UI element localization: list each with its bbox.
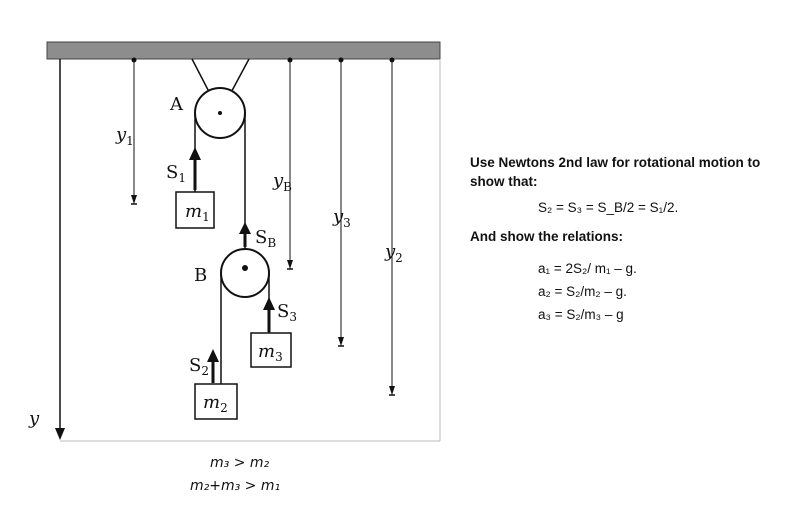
relations-intro: And show the relations: [470, 229, 624, 244]
mass-m1 [175, 191, 215, 229]
sb-subscript: B [267, 236, 276, 250]
mass-m2 [194, 383, 238, 420]
pulley-b-axle [242, 265, 248, 271]
sb-label: S [255, 227, 267, 248]
yB-label: y [272, 170, 284, 191]
y3-label: y [332, 206, 344, 227]
tension-sb-arrow [239, 222, 251, 247]
condition-m3-gt-m2: m₃ > m₂ [210, 455, 270, 471]
s3-subscript: 3 [289, 310, 297, 324]
svg-text:S3: S3 [277, 301, 297, 324]
pulley-b [220, 248, 270, 298]
relation-a2: a₂ = S₂/m₂ – g. [538, 284, 627, 299]
y-axis-arrowhead [55, 428, 65, 440]
svg-text:y3: y3 [332, 206, 351, 230]
yB-subscript: B [283, 180, 292, 194]
s1-subscript: 1 [178, 171, 186, 185]
instruction-text: Use Newtons 2nd law for rotational motio… [470, 155, 761, 189]
m1-subscript: 1 [202, 210, 210, 224]
y-axis-label: y [28, 408, 40, 429]
ceiling-bar [46, 41, 441, 60]
svg-text:SB: SB [255, 227, 276, 250]
m3-label: m [258, 341, 275, 362]
m3-subscript: 3 [275, 350, 283, 364]
pulley-a-label: A [169, 94, 184, 115]
m1-label: m [185, 201, 202, 222]
svg-text:S2: S2 [189, 355, 209, 378]
svg-text:m3: m3 [258, 341, 283, 364]
tension-s1-arrow [189, 147, 201, 190]
tension-s2-arrow [207, 349, 219, 383]
y3-subscript: 3 [343, 216, 351, 230]
svg-text:m2: m2 [203, 392, 228, 415]
relation-a3: a₃ = S₂/m₃ – g [538, 307, 624, 322]
svg-text:y2: y2 [384, 241, 403, 265]
tension-s3-arrow [263, 297, 275, 332]
s2-label: S [189, 355, 201, 376]
y3-indicator: y3 [332, 57, 351, 347]
y2-subscript: 2 [395, 251, 403, 265]
y2-indicator: y2 [384, 57, 403, 396]
s2-subscript: 2 [201, 364, 209, 378]
y2-label: y [384, 241, 396, 262]
relation-a1: a₁ = 2S₂/ m₁ – g. [538, 261, 637, 276]
tension-equation: S₂ = S₃ = S_B/2 = S₁/2. [538, 200, 679, 215]
pulley-a-axle [218, 111, 222, 115]
svg-text:m1: m1 [185, 201, 210, 224]
svg-text:yB: yB [272, 170, 292, 194]
s1-label: S [166, 162, 178, 183]
m2-subscript: 2 [220, 401, 228, 415]
m2-label: m [203, 392, 220, 413]
mass-m3 [250, 332, 292, 368]
svg-text:S1: S1 [166, 162, 186, 185]
y1-indicator: y1 [115, 57, 137, 205]
yB-indicator: yB [272, 57, 293, 270]
condition-m2m3-gt-m1: m₂+m₃ > m₁ [190, 478, 281, 494]
y1-subscript: 1 [126, 134, 134, 148]
s3-label: S [277, 301, 289, 322]
pulley-b-label: B [194, 265, 207, 286]
svg-text:y1: y1 [115, 124, 134, 148]
y1-label: y [115, 124, 127, 145]
